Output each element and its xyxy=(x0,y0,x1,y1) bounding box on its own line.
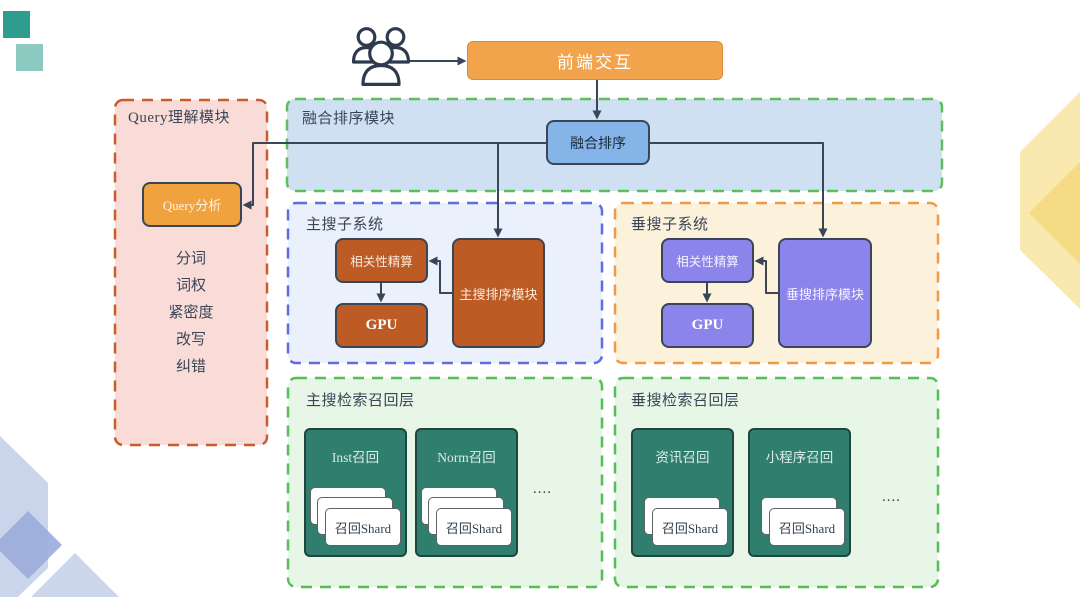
blue-pentagon-decoration xyxy=(0,436,48,597)
frontend-node: 前端交互 xyxy=(467,41,723,80)
users-icon xyxy=(352,27,410,86)
yellow-diamond-decoration xyxy=(1029,162,1080,264)
recall-box-label: Norm召回 xyxy=(437,450,496,465)
vertical-relevance-node: 相关性精算 xyxy=(661,238,754,283)
vertical-recall-ellipsis: .... xyxy=(882,489,901,505)
arrow-fusion-to-main-rank xyxy=(493,142,546,238)
main-subsystem-label: 主搜子系统 xyxy=(306,217,384,233)
query-feature-item: 分词 xyxy=(175,251,206,267)
vertical-rank-node: 垂搜排序模块 xyxy=(778,238,872,348)
vertical-subsystem-label: 垂搜子系统 xyxy=(631,217,709,233)
recall-box-label: 资讯召回 xyxy=(655,450,710,465)
recall-box-label: Inst召回 xyxy=(331,450,380,465)
arrow-vertical-rank-to-relevance xyxy=(754,256,778,294)
query-feature-item: 紧密度 xyxy=(168,305,214,321)
shard-card-stack: 召回Shard xyxy=(761,497,845,546)
query-feature-item: 改写 xyxy=(175,332,206,348)
main-relevance-node: 相关性精算 xyxy=(335,238,428,283)
query-region-label: Query理解模块 xyxy=(128,110,230,126)
query-feature-list: 分词 词权 紧密度 改写 纠错 xyxy=(115,246,267,381)
recall-box-miniprogram: 小程序召回 召回Shard xyxy=(748,428,851,557)
yellow-pentagon-decoration xyxy=(1020,92,1080,309)
shard-card-stack: 召回Shard xyxy=(421,487,512,546)
recall-box-news: 资讯召回 召回Shard xyxy=(631,428,734,557)
shard-card: 召回Shard xyxy=(325,508,401,546)
blue-diamond-decoration xyxy=(0,511,62,579)
query-feature-item: 词权 xyxy=(175,278,206,294)
teal-square-decoration xyxy=(16,44,43,71)
shard-card: 召回Shard xyxy=(652,508,728,546)
main-rank-node: 主搜排序模块 xyxy=(452,238,545,348)
shard-card-stack: 召回Shard xyxy=(644,497,728,546)
vertical-gpu-node: GPU xyxy=(661,303,754,348)
shard-card-stack: 召回Shard xyxy=(310,487,401,546)
main-recall-ellipsis: .... xyxy=(533,481,552,497)
arrow-main-rank-to-relevance xyxy=(428,256,452,294)
recall-box-label: 小程序召回 xyxy=(765,450,834,465)
shard-card: 召回Shard xyxy=(769,508,845,546)
query-analysis-node: Query分析 xyxy=(142,182,242,227)
fusion-region-label: 融合排序模块 xyxy=(302,111,396,127)
main-recall-label: 主搜检索召回层 xyxy=(306,393,415,409)
shard-card: 召回Shard xyxy=(436,508,512,546)
arrow-fusion-to-query-analysis xyxy=(242,142,546,210)
vertical-recall-label: 垂搜检索召回层 xyxy=(631,393,740,409)
blue-diamond-decoration xyxy=(31,553,119,597)
fusion-rank-node: 融合排序 xyxy=(546,120,650,165)
query-feature-item: 纠错 xyxy=(175,359,206,375)
recall-box-norm: Norm召回 召回Shard xyxy=(415,428,518,557)
main-gpu-node: GPU xyxy=(335,303,428,348)
teal-square-decoration xyxy=(3,11,30,38)
recall-box-inst: Inst召回 召回Shard xyxy=(304,428,407,557)
